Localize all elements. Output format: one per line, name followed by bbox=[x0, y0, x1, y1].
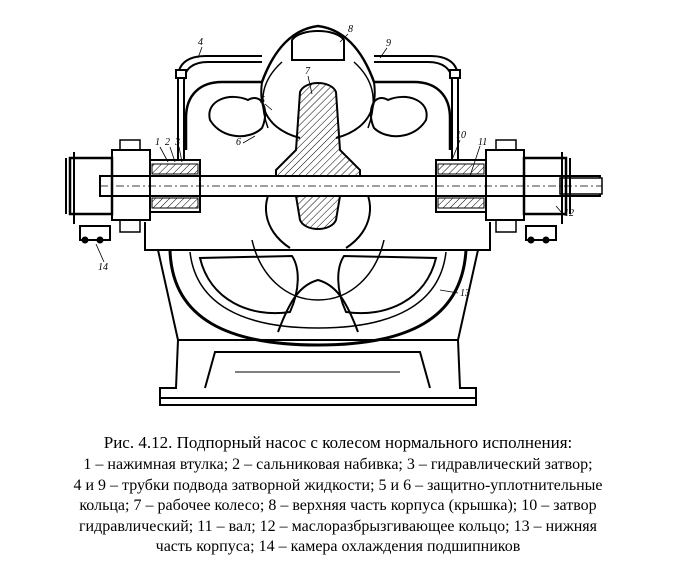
callout-leaders bbox=[95, 33, 563, 294]
callout-4: 4 bbox=[198, 37, 203, 48]
callout-labels: 1 2 3 4 5 6 7 8 9 10 11 12 13 14 bbox=[98, 24, 574, 299]
callout-5: 5 bbox=[260, 95, 265, 106]
caption-title: Рис. 4.12. Подпорный насос с колесом нор… bbox=[103, 433, 573, 452]
callout-7: 7 bbox=[305, 66, 311, 77]
callout-9: 9 bbox=[386, 38, 391, 49]
callout-11: 11 bbox=[478, 137, 487, 148]
caption-line: 4 и 9 – трубки подвода затворной жидкост… bbox=[73, 476, 603, 494]
caption-line: 1 – нажимная втулка; 2 – сальниковая наб… bbox=[83, 456, 593, 473]
impeller bbox=[264, 82, 372, 249]
callout-10: 10 bbox=[456, 130, 466, 141]
figure-caption: Рис. 4.12. Подпорный насос с колесом нор… bbox=[0, 430, 676, 558]
pump-drawing: 1 2 3 4 5 6 7 8 9 10 11 12 13 14 bbox=[65, 24, 603, 406]
shaft bbox=[99, 175, 603, 197]
caption-line: часть корпуса; 14 – камера охлаждения по… bbox=[155, 538, 521, 555]
seal-tubes bbox=[175, 55, 461, 160]
callout-14: 14 bbox=[98, 262, 108, 273]
caption-line: кольца; 7 – рабочее колесо; 8 – верхняя … bbox=[79, 497, 597, 514]
callout-8: 8 bbox=[348, 24, 353, 35]
callout-13: 13 bbox=[460, 288, 470, 299]
upper-casing bbox=[184, 24, 452, 150]
lower-casing bbox=[144, 222, 491, 347]
pump-cross-section-svg: 1 2 3 4 5 6 7 8 9 10 11 12 13 14 bbox=[65, 24, 603, 406]
left-bearing-assembly bbox=[65, 139, 201, 244]
callout-2: 2 bbox=[165, 137, 170, 148]
caption-line: гидравлический; 11 – вал; 12 – маслоразб… bbox=[78, 517, 598, 535]
right-bearing-assembly bbox=[435, 139, 571, 244]
callout-3: 3 bbox=[174, 137, 180, 148]
callout-12: 12 bbox=[564, 208, 574, 219]
callout-6: 6 bbox=[236, 137, 241, 148]
callout-1: 1 bbox=[155, 137, 160, 148]
